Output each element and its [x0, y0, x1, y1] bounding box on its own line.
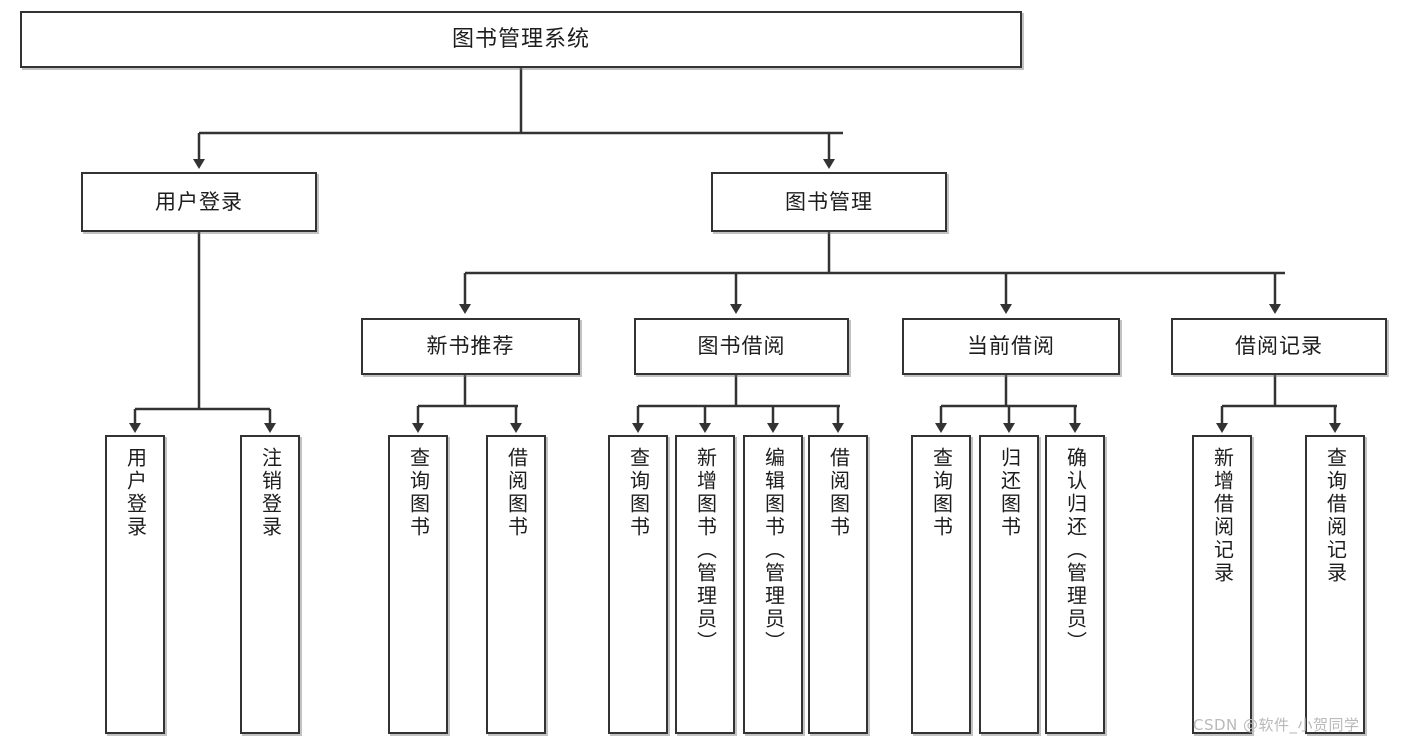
leaf-current-borrow-return[interactable]: 归还图书 [979, 435, 1039, 734]
leaf-book-borrow-borrow[interactable]: 借阅图书 [808, 435, 868, 734]
node-label: 新增借阅记录 [1210, 447, 1235, 585]
node-label: 借阅图书 [504, 447, 529, 539]
leaf-book-borrow-edit[interactable]: 编辑图书（管理员） [743, 435, 803, 734]
leaf-record-add[interactable]: 新增借阅记录 [1192, 435, 1252, 734]
node-label: 图书借阅 [697, 334, 786, 359]
node-label: 新增图书（管理员） [693, 447, 718, 654]
node-label: 用户登录 [123, 447, 148, 539]
node-label: 确认归还（管理员） [1063, 447, 1088, 654]
node-label: 查询图书 [929, 447, 954, 539]
node-label: 借阅记录 [1235, 334, 1323, 359]
node-label: 借阅图书 [826, 447, 851, 539]
leaf-user-login-logout[interactable]: 注销登录 [240, 435, 300, 734]
node-label: 图书管理 [785, 189, 873, 214]
leaf-user-login-login[interactable]: 用户登录 [105, 435, 165, 734]
node-borrowing-records[interactable]: 借阅记录 [1171, 318, 1387, 375]
node-label: 查询借阅记录 [1323, 447, 1348, 585]
leaf-current-borrow-query[interactable]: 查询图书 [911, 435, 971, 734]
node-label: 新书推荐 [426, 334, 515, 359]
node-new-book-recommendation[interactable]: 新书推荐 [361, 318, 580, 375]
node-current-borrowing[interactable]: 当前借阅 [902, 318, 1120, 375]
node-book-management[interactable]: 图书管理 [711, 172, 947, 232]
leaf-book-borrow-add[interactable]: 新增图书（管理员） [675, 435, 735, 734]
node-label: 查询图书 [406, 447, 431, 539]
node-book-borrowing[interactable]: 图书借阅 [634, 318, 849, 375]
node-book-management-system[interactable]: 图书管理系统 [20, 11, 1022, 68]
leaf-current-borrow-confirm-return[interactable]: 确认归还（管理员） [1045, 435, 1105, 734]
node-label: 用户登录 [155, 189, 243, 214]
node-label: 归还图书 [997, 447, 1022, 539]
leaf-new-book-query[interactable]: 查询图书 [388, 435, 448, 734]
node-label: 注销登录 [258, 447, 283, 539]
csdn-watermark: CSDN @软件_小贺同学 [1193, 716, 1360, 734]
node-label: 当前借阅 [967, 334, 1055, 359]
node-user-login[interactable]: 用户登录 [81, 172, 317, 232]
node-label: 图书管理系统 [451, 26, 590, 52]
node-label: 查询图书 [626, 447, 651, 539]
leaf-record-query[interactable]: 查询借阅记录 [1305, 435, 1365, 734]
node-label: 编辑图书（管理员） [761, 447, 786, 654]
leaf-book-borrow-query[interactable]: 查询图书 [608, 435, 668, 734]
leaf-new-book-borrow[interactable]: 借阅图书 [486, 435, 546, 734]
